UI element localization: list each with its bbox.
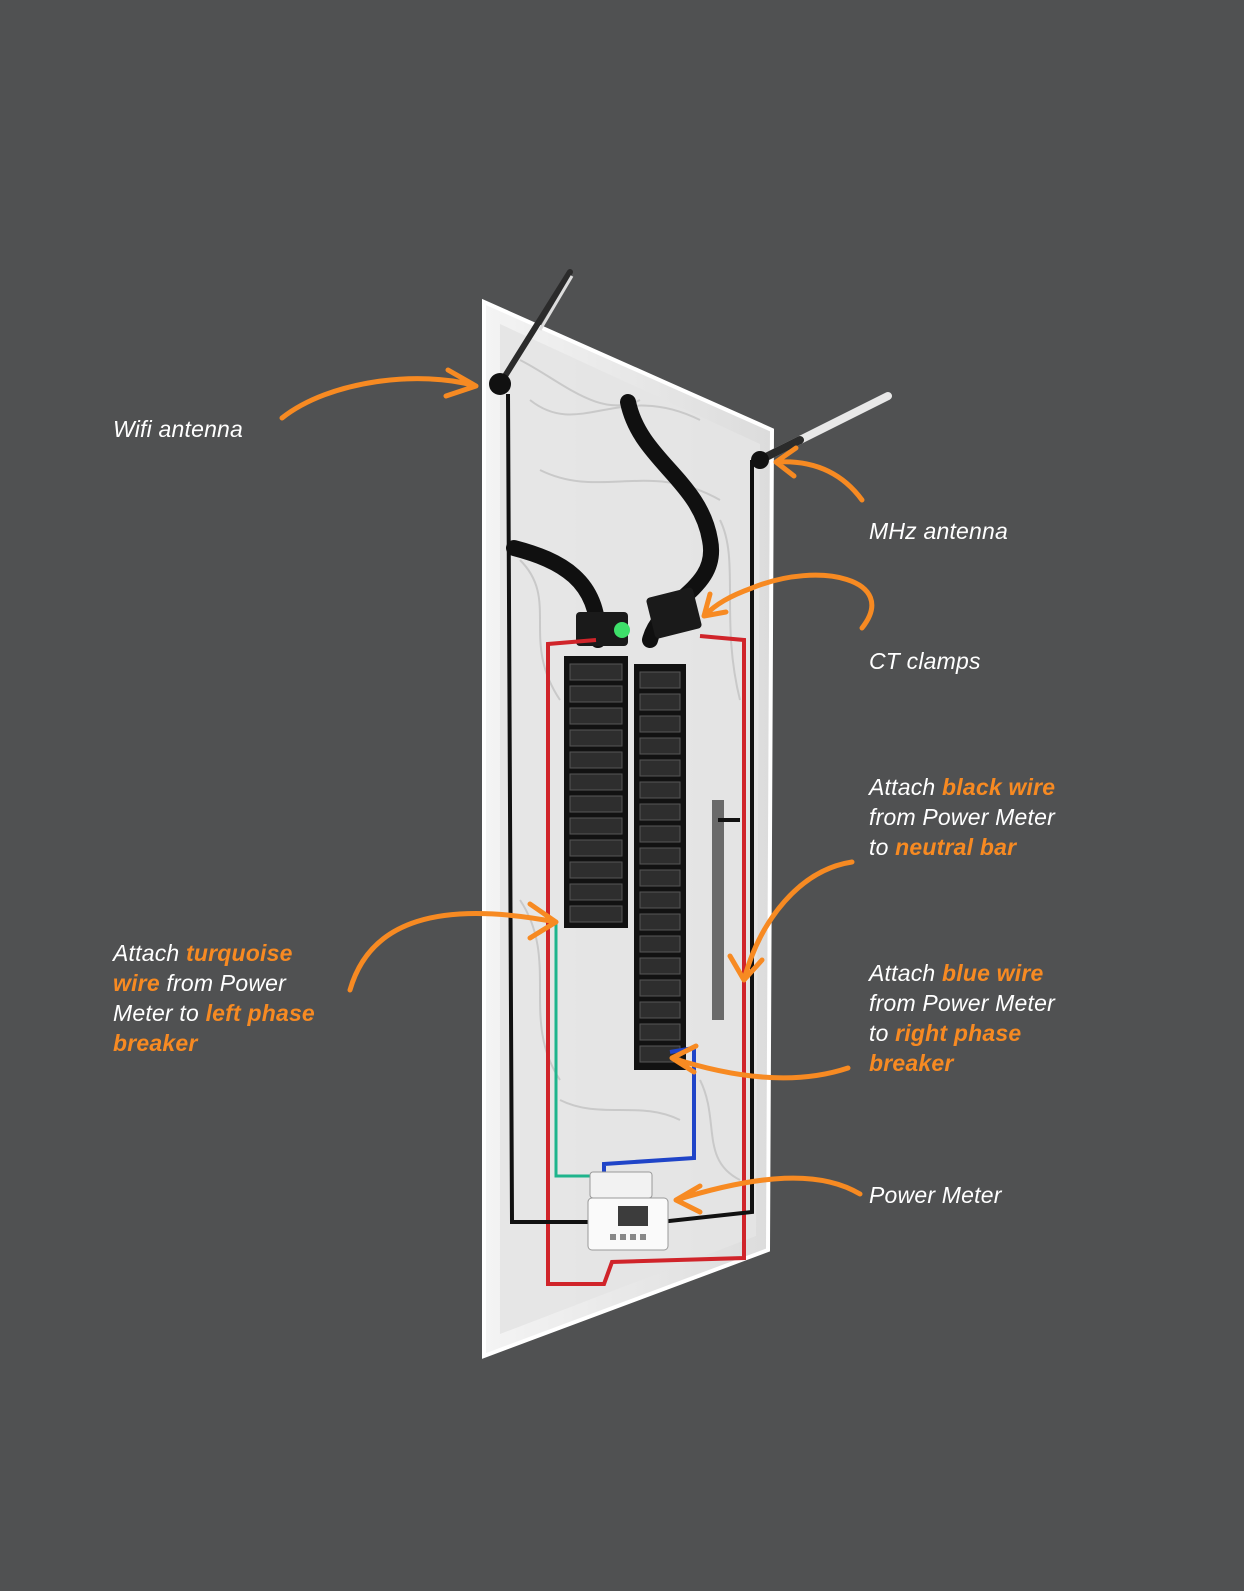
label-black-wire: Attach black wire from Power Meter to ne… <box>869 772 1129 862</box>
black-highlight-1: black wire <box>942 774 1056 800</box>
turq-highlight-3: left phase <box>205 1000 315 1026</box>
black-text-3: to <box>869 834 896 860</box>
black-highlight-2: neutral bar <box>895 834 1017 860</box>
red-wire <box>546 634 746 1286</box>
blue-text-2: from Power Meter <box>869 990 1055 1016</box>
turquoise-wire <box>554 920 600 1178</box>
label-ct-clamps: CT clamps <box>869 646 981 676</box>
label-ct-text: CT clamps <box>869 648 981 674</box>
black-text-1: Attach <box>869 774 942 800</box>
label-wifi-text: Wifi antenna <box>113 416 244 442</box>
neutral-bar <box>712 800 724 1020</box>
mhz-antenna-device <box>751 392 892 469</box>
turq-text-1: Attach <box>113 940 186 966</box>
breaker-column-left <box>564 656 628 928</box>
black-text-2: from Power Meter <box>869 804 1055 830</box>
label-mhz-text: MHz antenna <box>869 518 1008 544</box>
arrow-black <box>727 859 855 983</box>
arrow-turquoise <box>347 901 559 993</box>
blue-highlight-1: blue wire <box>942 960 1044 986</box>
turq-highlight-1: turquoise <box>186 940 293 966</box>
ct-clamp-left <box>576 612 630 646</box>
arrow-ct <box>701 572 875 631</box>
blue-highlight-3: breaker <box>869 1050 954 1076</box>
arrow-blue <box>669 1043 851 1081</box>
arrow-meter <box>673 1175 863 1215</box>
wifi-antenna-device <box>489 269 574 395</box>
turq-text-2: from Power <box>159 970 287 996</box>
turq-text-3: Meter to <box>113 1000 206 1026</box>
label-wifi-antenna: Wifi antenna <box>113 414 243 444</box>
ct-clamp-right <box>646 587 702 639</box>
meter-display <box>618 1206 648 1226</box>
ct-indicator-led <box>614 622 630 638</box>
label-meter-text: Power Meter <box>869 1182 1002 1208</box>
blue-text-3: to <box>869 1020 896 1046</box>
label-blue-wire: Attach blue wire from Power Meter to rig… <box>869 958 1129 1078</box>
turq-highlight-2: wire <box>113 970 160 996</box>
label-mhz-antenna: MHz antenna <box>869 516 1008 546</box>
label-turquoise-wire: Attach turquoise wire from Power Meter t… <box>113 938 373 1058</box>
blue-text-1: Attach <box>869 960 942 986</box>
power-meter-device <box>587 1171 669 1251</box>
blue-highlight-2: right phase <box>895 1020 1022 1046</box>
callout-arrows <box>279 367 875 1215</box>
arrow-wifi <box>279 367 479 421</box>
breaker-column-right <box>634 664 686 1070</box>
arrow-mhz <box>773 445 865 503</box>
turq-highlight-4: breaker <box>113 1030 198 1056</box>
label-power-meter: Power Meter <box>869 1180 1002 1210</box>
